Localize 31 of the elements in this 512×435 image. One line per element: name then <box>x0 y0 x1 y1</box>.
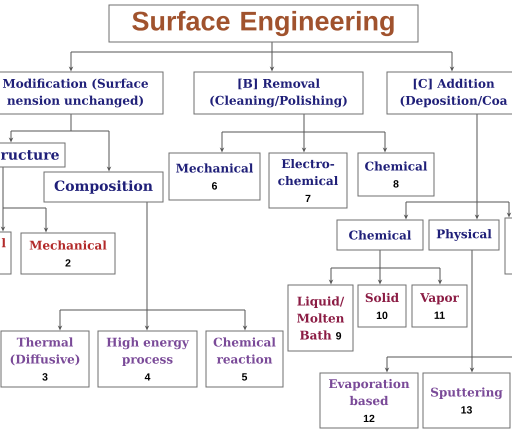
category-box: Modification (Surface nension unchanged) <box>0 72 164 114</box>
category-box: Physical <box>428 220 500 250</box>
category-box: Liquid/ Molten Bath 9 <box>288 284 354 352</box>
category-box: [B] Removal (Cleaning/Polishing) <box>194 72 364 114</box>
category-box: Chemical reaction 5 <box>206 330 284 388</box>
connector-line <box>70 42 452 52</box>
category-box: Composition <box>44 172 164 202</box>
category-box: Thermal (Diffusive) 3 <box>0 330 90 388</box>
category-box: High energy process 4 <box>98 330 198 388</box>
category-box: Mechanical 2 <box>20 232 116 274</box>
category-box <box>504 218 512 274</box>
category-box: Sputtering 13 <box>422 372 510 428</box>
category-box: Vapor 11 <box>412 284 468 328</box>
connector-line <box>222 114 386 132</box>
connector-line <box>472 356 512 358</box>
category-box: Evaporation based 12 <box>320 372 418 428</box>
connector-line <box>386 250 472 358</box>
connector-line <box>406 114 510 202</box>
category-box: Chemical 8 <box>358 152 434 196</box>
category-box: ructure <box>0 142 66 168</box>
connector-line <box>330 250 440 268</box>
category-box: l <box>0 232 12 274</box>
category-box: [C] Addition (Deposition/Coa <box>386 72 512 114</box>
connector-line <box>2 167 46 208</box>
connector-line <box>60 202 246 310</box>
category-box: Chemical <box>336 220 424 250</box>
connector-line <box>10 114 110 132</box>
title-box: Surface Engineering <box>108 4 418 42</box>
category-box: Mechanical 6 <box>168 152 260 200</box>
category-box: Electro- chemical 7 <box>268 152 348 208</box>
category-box: Solid 10 <box>358 284 406 328</box>
